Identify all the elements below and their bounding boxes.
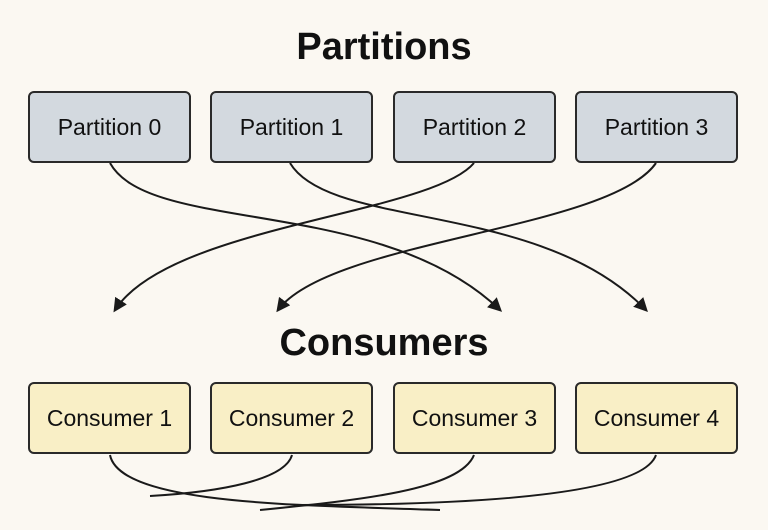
consumer-curve-4 — [299, 454, 657, 506]
consumer-curve-1 — [109, 454, 441, 511]
consumer-2-box: Consumer 2 — [210, 382, 373, 454]
partition-1-box: Partition 1 — [210, 91, 373, 163]
consumer-4-box: Consumer 4 — [575, 382, 738, 454]
partition-3-box: Partition 3 — [575, 91, 738, 163]
arrow-partition-0 — [109, 162, 503, 312]
consumer-1-box: Consumer 1 — [28, 382, 191, 454]
partition-0-box: Partition 0 — [28, 91, 191, 163]
partition-2-box: Partition 2 — [393, 91, 556, 163]
consumer-3-box: Consumer 3 — [393, 382, 556, 454]
arrow-partition-2 — [113, 162, 475, 313]
consumer-curve-2 — [149, 454, 293, 497]
arrow-partition-3 — [276, 162, 657, 313]
partitions-title: Partitions — [296, 26, 472, 68]
arrow-partition-1 — [289, 162, 648, 313]
consumer-curve-3 — [259, 454, 475, 511]
consumers-title: Consumers — [279, 322, 489, 364]
